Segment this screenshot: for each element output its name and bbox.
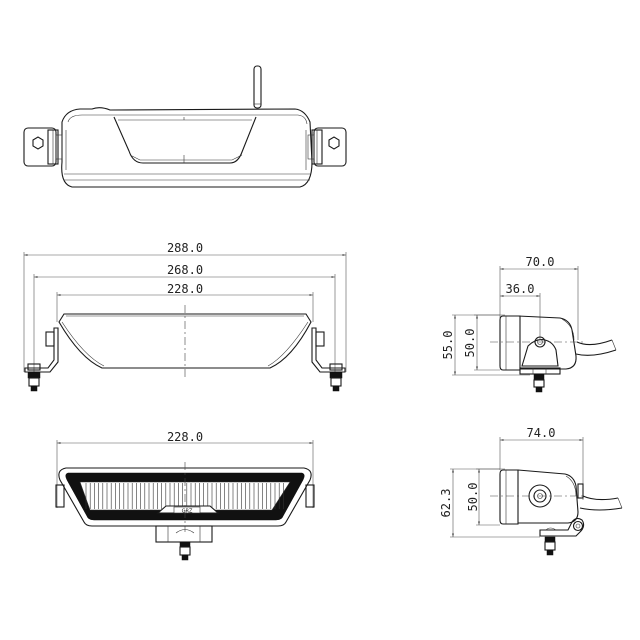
left-mount-front: [24, 327, 59, 392]
dimension-288: 288.0: [23, 241, 347, 372]
lamp-body-front: [58, 305, 312, 380]
housing-top: [61, 107, 313, 188]
lamp-lens-face: GRZ: [55, 462, 315, 532]
side-view-1: 70.0 36.0 55.0 50.0: [441, 255, 617, 393]
dimension-228-lens: 228.0: [56, 430, 314, 508]
cable-stub: [253, 65, 262, 109]
dimension-label-228-front: 228.0: [167, 282, 203, 296]
dimension-62-3: 62.3: [439, 468, 540, 538]
dimension-55: 55.0: [441, 314, 530, 376]
dimension-label-268: 268.0: [167, 263, 203, 277]
dimension-label-288: 288.0: [167, 241, 203, 255]
lamp-body-side-2: [490, 469, 623, 556]
dimension-label-70: 70.0: [526, 255, 555, 269]
lens-view: 228.0 GRZ: [55, 430, 315, 561]
dimension-label-36: 36.0: [506, 282, 535, 296]
lamp-body-side-1: [490, 315, 617, 393]
window-recess: [113, 116, 257, 164]
side-view-2: 74.0 62.3 50.0: [439, 426, 623, 556]
dimension-label-228-lens: 228.0: [167, 430, 203, 444]
dimension-label-50-side1: 50.0: [463, 329, 477, 358]
logo-text: GRZ: [182, 509, 193, 515]
top-view: [23, 65, 347, 188]
left-bracket: [23, 127, 63, 167]
dimension-70: 70.0: [499, 255, 579, 340]
dimension-label-50-side2: 50.0: [466, 483, 480, 512]
right-bracket: [307, 127, 347, 167]
lens-mount: [155, 525, 213, 561]
right-mount-front: [311, 327, 346, 392]
led-fins: [85, 483, 284, 509]
dimension-50-side2: 50.0: [466, 468, 500, 526]
dimension-50-side1: 50.0: [463, 314, 500, 371]
dimension-228-front: 228.0: [56, 282, 314, 322]
front-view: 288.0 268.0 228.0: [23, 241, 347, 392]
dimension-label-74: 74.0: [527, 426, 556, 440]
dimension-label-55: 55.0: [441, 331, 455, 360]
dimension-74: 74.0: [499, 426, 584, 500]
dimension-268: 268.0: [33, 263, 336, 372]
dimension-label-62-3: 62.3: [439, 489, 453, 518]
